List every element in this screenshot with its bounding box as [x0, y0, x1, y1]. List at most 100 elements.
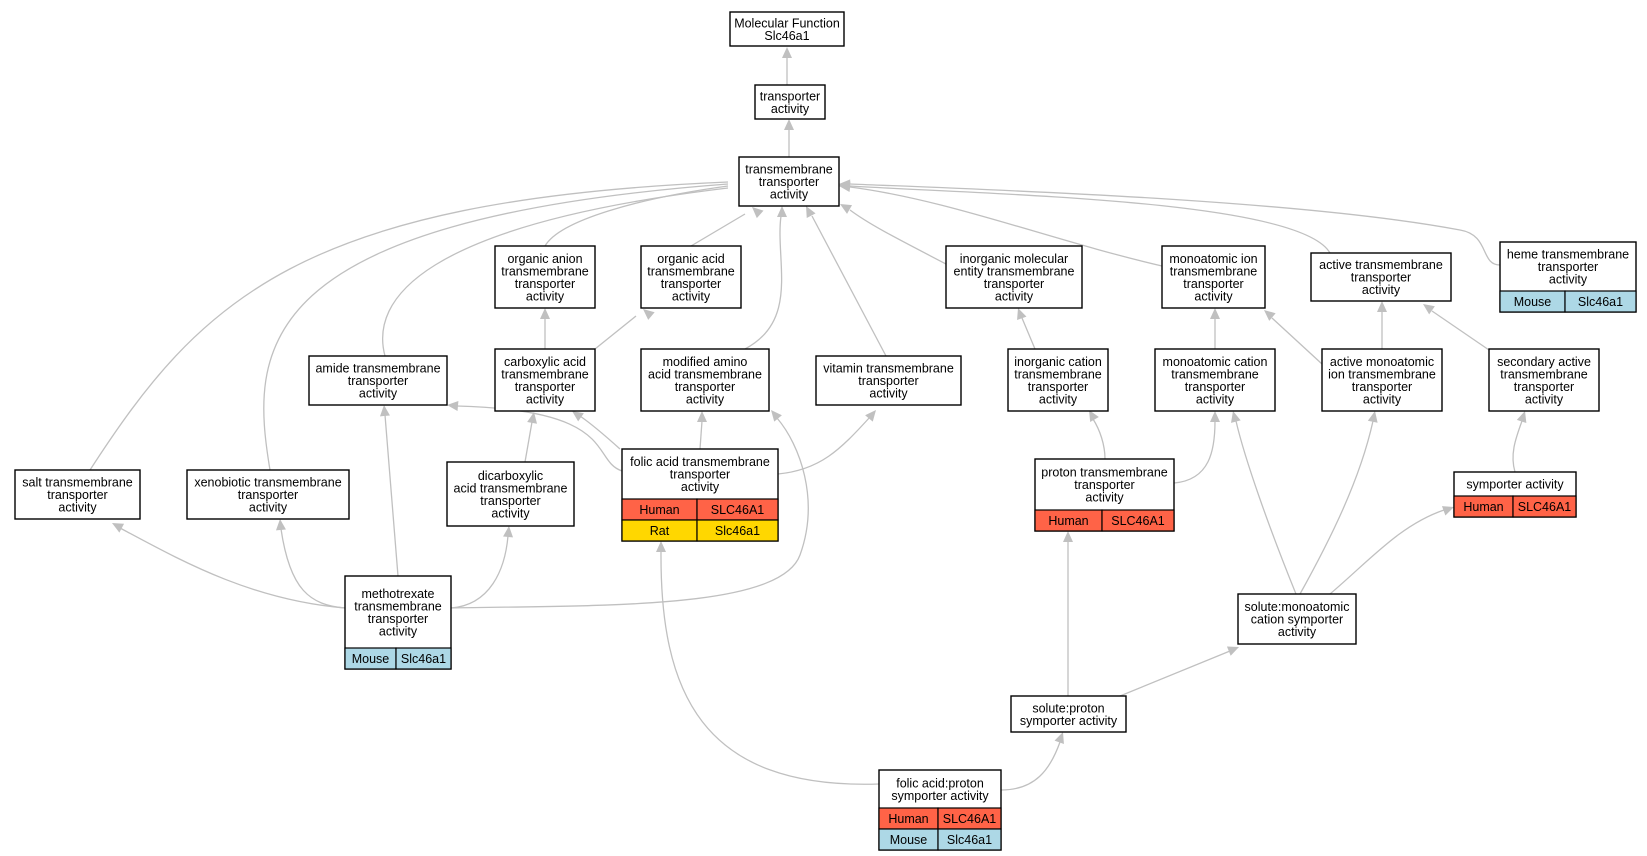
- gene-symbol-label[interactable]: SLC46A1: [1111, 514, 1165, 528]
- go-term-node-mai[interactable]: monoatomic iontransmembranetransporterac…: [1161, 245, 1266, 309]
- species-label: Mouse: [890, 833, 928, 847]
- gene-symbol-label[interactable]: Slc46a1: [1578, 295, 1623, 309]
- node-label-line: acid transmembrane: [648, 367, 762, 381]
- node-label-line: Slc46a1: [764, 29, 809, 43]
- edge-17: [1271, 317, 1323, 365]
- node-label-line: acid transmembrane: [454, 481, 568, 495]
- edge-39: [1000, 741, 1061, 791]
- edge-27: [1512, 420, 1523, 473]
- node-label-line: transmembrane: [501, 264, 589, 278]
- node-label-line: transporter: [1185, 380, 1245, 394]
- gene-symbol-label[interactable]: Slc46a1: [715, 524, 760, 538]
- edge-25: [1173, 420, 1216, 484]
- edge-37: [1119, 650, 1231, 697]
- edge-arrowhead: [112, 523, 125, 533]
- node-label-line: transporter: [238, 488, 298, 502]
- go-term-node-sec[interactable]: secondary activetransmembranetransporter…: [1488, 348, 1600, 412]
- edge-32: [450, 417, 809, 609]
- edge-arrowhead: [697, 411, 707, 422]
- go-term-node-icat[interactable]: inorganic cationtransmembranetransporter…: [1007, 348, 1109, 412]
- edge-arrowhead: [752, 207, 764, 219]
- node-label-line: transporter: [661, 277, 721, 291]
- node-label-line: transmembrane: [1014, 367, 1102, 381]
- edge-arrowhead: [840, 204, 853, 214]
- edge-arrowhead: [1226, 646, 1239, 656]
- node-label-line: Molecular Function: [734, 16, 840, 30]
- go-term-node-heme[interactable]: heme transmembranetransporteractivityMou…: [1499, 241, 1637, 313]
- node-label-line: activity: [771, 102, 810, 116]
- node-label-line: transporter: [47, 488, 107, 502]
- edge-arrowhead: [1054, 732, 1064, 745]
- node-box: [738, 156, 840, 207]
- node-label-line: transporter: [515, 277, 575, 291]
- node-box: [14, 469, 141, 520]
- gene-symbol-label[interactable]: SLC46A1: [1518, 500, 1572, 514]
- edge-8: [382, 187, 729, 357]
- node-label-line: transporter: [1183, 277, 1243, 291]
- go-term-node-mtx[interactable]: methotrexatetransmembranetransporteracti…: [344, 575, 452, 670]
- node-label-line: folic acid transmembrane: [630, 455, 770, 469]
- gene-symbol-label[interactable]: Slc46a1: [947, 833, 992, 847]
- gene-symbol-label[interactable]: SLC46A1: [711, 503, 765, 517]
- edge-arrowhead: [839, 179, 851, 190]
- edge-arrowhead: [1423, 304, 1435, 315]
- edge-31: [450, 535, 509, 609]
- node-box: [1488, 348, 1600, 412]
- edge-arrowhead: [1017, 308, 1027, 321]
- node-label-line: activity: [770, 188, 809, 202]
- edge-7: [849, 183, 1501, 266]
- node-label-line: activity: [672, 289, 711, 303]
- edge-21: [579, 415, 621, 450]
- node-box: [1007, 348, 1109, 412]
- gene-symbol-label[interactable]: SLC46A1: [943, 812, 997, 826]
- node-label-line: activity: [491, 506, 530, 520]
- gene-symbol-cell: [1101, 509, 1175, 532]
- edge-arrowhead: [782, 47, 792, 58]
- node-label-line: activity: [1039, 392, 1078, 406]
- node-box: [640, 348, 770, 412]
- go-term-node-xeno[interactable]: xenobiotic transmembranetransporteractiv…: [186, 469, 350, 520]
- node-label-line: activity: [249, 501, 288, 515]
- node-label-line: activity: [1194, 289, 1233, 303]
- edge-38: [660, 550, 880, 785]
- node-label-line: transporter: [670, 468, 730, 482]
- edge-arrowhead: [777, 206, 787, 217]
- go-term-node-proton[interactable]: proton transmembranetransporteractivityH…: [1034, 458, 1175, 532]
- node-label-line: symporter activity: [1020, 714, 1118, 728]
- node-label-line: transmembrane: [1171, 367, 1259, 381]
- go-term-node-carb[interactable]: carboxylic acidtransmembranetransportera…: [494, 348, 596, 412]
- edge-23: [777, 416, 871, 475]
- go-term-node-oac[interactable]: organic acidtransmembranetransporteracti…: [640, 245, 742, 309]
- edge-28: [384, 414, 399, 577]
- gene-symbol-cell: [937, 828, 1002, 851]
- edge-6: [849, 185, 1331, 254]
- node-label-line: activity: [869, 387, 908, 401]
- go-term-node-oan[interactable]: organic aniontransmembranetransporteract…: [494, 245, 596, 309]
- node-box: [945, 245, 1083, 309]
- node-label-line: symporter activity: [1466, 478, 1564, 492]
- go-term-node-mcat[interactable]: monoatomic cationtransmembranetransporte…: [1154, 348, 1276, 412]
- edge-arrowhead: [572, 411, 584, 422]
- go-term-node-folic[interactable]: folic acid transmembranetransporteractiv…: [621, 448, 779, 542]
- edge-29: [119, 527, 346, 609]
- node-box: [1154, 348, 1276, 412]
- gene-symbol-label[interactable]: Slc46a1: [401, 652, 446, 666]
- node-box: [1310, 252, 1452, 302]
- node-box: [1010, 695, 1127, 733]
- node-label-line: secondary active: [1497, 355, 1591, 369]
